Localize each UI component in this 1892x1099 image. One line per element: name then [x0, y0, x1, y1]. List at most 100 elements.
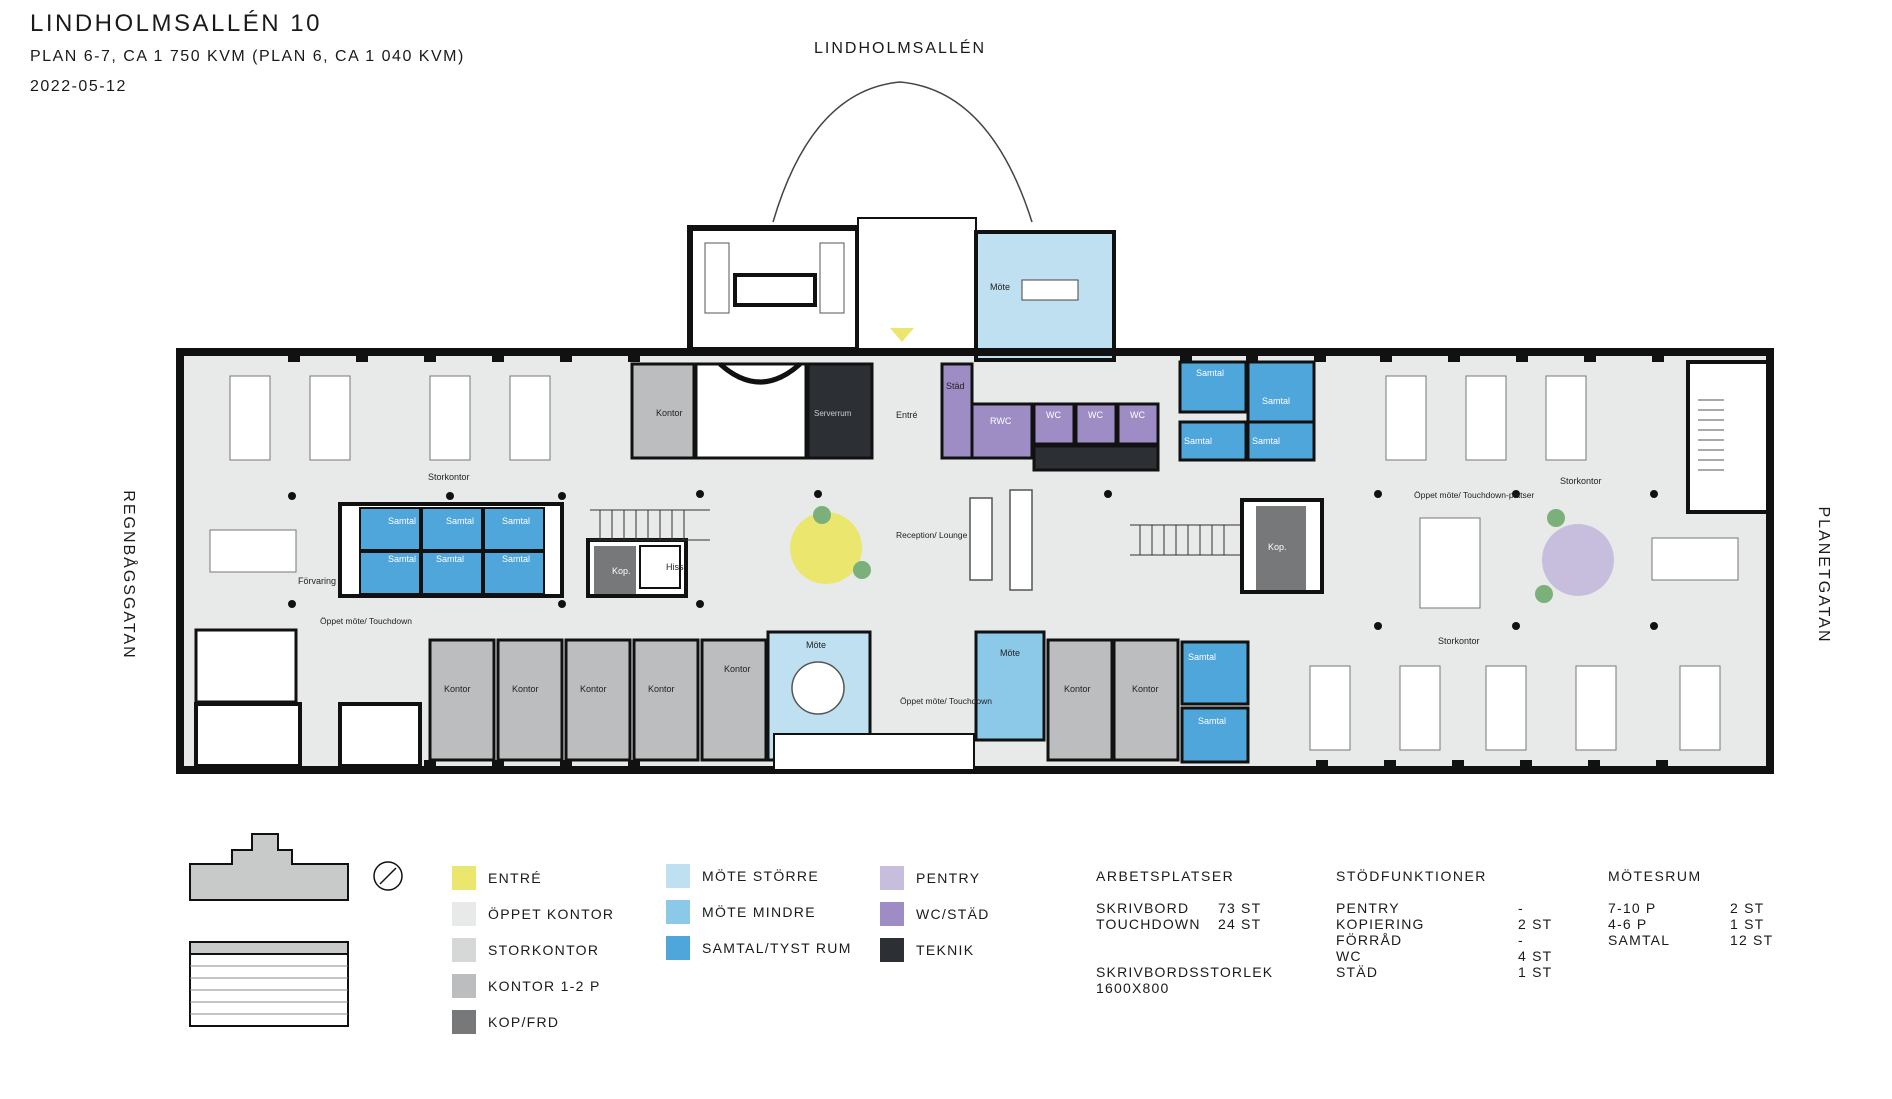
room-label-samtal-r4: Samtal	[1252, 436, 1280, 446]
call-room-r4	[1246, 420, 1316, 462]
room-label-mote-bottom-large: Möte	[806, 640, 826, 650]
entrance-marker	[890, 328, 914, 342]
rwc-room	[970, 402, 1034, 460]
legend-item-mote-storre: MÖTE STÖRRE	[666, 864, 819, 888]
office-b2	[496, 638, 564, 762]
room-label-kop-left: Kop.	[612, 566, 631, 576]
stats-label: 4-6 P	[1608, 916, 1648, 932]
street-top-label: LINDHOLMSALLÉN	[814, 40, 987, 57]
room-label-samtal-r1: Samtal	[1196, 368, 1224, 378]
legend-item-pentry: PENTRY	[880, 866, 980, 890]
stats-value: 2 ST	[1730, 900, 1765, 916]
room-label-kontor-b2: Kontor	[512, 684, 539, 694]
room-label-mote-bottom-small: Möte	[1000, 648, 1020, 658]
call-room-b1	[1180, 640, 1250, 706]
stats-heading-motesrum: MÖTESRUM	[1608, 868, 1702, 884]
stats-label: TOUCHDOWN	[1096, 916, 1201, 932]
room-label-storkontor-left: Storkontor	[428, 472, 470, 482]
bottom-corridor	[773, 733, 975, 771]
copy-room-left	[594, 546, 636, 594]
call-room-r2	[1246, 360, 1316, 424]
office-b3	[564, 638, 632, 762]
room-label-samtal-l6: Samtal	[502, 554, 530, 564]
room-label-mote-top: Möte	[990, 282, 1010, 292]
core-left-bottom	[338, 702, 422, 768]
stats-label: WC	[1336, 948, 1362, 964]
call-room-l3	[483, 507, 545, 551]
legend-swatch-oppet-kontor	[452, 902, 476, 926]
room-label-kop-right: Kop.	[1268, 542, 1287, 552]
legend-swatch-pentry	[880, 866, 904, 890]
call-room-r3	[1178, 420, 1248, 462]
copy-room-right	[1256, 506, 1306, 590]
room-label-samtal-l3: Samtal	[502, 516, 530, 526]
stats-label: STÄD	[1336, 964, 1379, 980]
stair-left-bottom	[194, 702, 302, 768]
stats-label: FÖRRÅD	[1336, 932, 1403, 948]
room-label-wc-1: WC	[1046, 410, 1061, 420]
legend-item-oppet-kontor: ÖPPET KONTOR	[452, 902, 614, 926]
key-plan-floor	[189, 833, 349, 901]
call-room-l1	[359, 507, 421, 551]
stats-label: PENTRY	[1336, 900, 1400, 916]
stats-value: 73 ST	[1218, 900, 1262, 916]
room-label-reception: Reception/ Lounge	[896, 530, 968, 540]
stairwell-right	[1686, 360, 1770, 514]
stats-label: KOPIERING	[1336, 916, 1425, 932]
stats-row: TOUCHDOWN	[1096, 916, 1201, 932]
office-b1	[428, 638, 496, 762]
room-label-kontor-b6: Kontor	[1064, 684, 1091, 694]
legend-label-samtal: SAMTAL/TYST RUM	[702, 940, 852, 956]
legend-label-entre: ENTRÉ	[488, 870, 542, 886]
stats-value: -	[1518, 932, 1524, 948]
server-room	[806, 362, 874, 460]
room-label-wc-2: WC	[1088, 410, 1103, 420]
stats-label: SKRIVBORD	[1096, 900, 1190, 916]
room-label-samtal-b1: Samtal	[1188, 652, 1216, 662]
wc-room-3	[1116, 402, 1160, 446]
office-b5	[700, 638, 768, 762]
legend-swatch-samtal	[666, 936, 690, 960]
room-label-serverrum: Serverrum	[814, 409, 852, 418]
stats-value: 24 ST	[1218, 916, 1262, 932]
call-room-l6	[483, 551, 545, 595]
room-label-oppet-mote-left: Öppet möte/ Touchdown	[320, 616, 412, 626]
legend-swatch-kop-frd	[452, 1010, 476, 1034]
stats-size-heading: SKRIVBORDSSTORLEK	[1096, 964, 1274, 980]
stats-value: 1 ST	[1730, 916, 1765, 932]
legend-label-teknik: TEKNIK	[916, 942, 975, 958]
legend-item-samtal: SAMTAL/TYST RUM	[666, 936, 852, 960]
room-label-kontor-b1: Kontor	[444, 684, 471, 694]
legend-item-wc-stad: WC/STÄD	[880, 902, 990, 926]
stats-label: SAMTAL	[1608, 932, 1671, 948]
cleaning-room	[940, 362, 974, 460]
room-label-hiss: Hiss	[666, 562, 684, 572]
legend-item-kontor: KONTOR 1-2 P	[452, 974, 601, 998]
room-label-forvaring: Förvaring	[298, 576, 336, 586]
room-label-kontor-b3: Kontor	[580, 684, 607, 694]
legend-label-mote-storre: MÖTE STÖRRE	[702, 868, 819, 884]
call-room-b2	[1180, 706, 1250, 764]
stats-heading-stodfunktioner: STÖDFUNKTIONER	[1336, 868, 1487, 884]
legend-item-teknik: TEKNIK	[880, 938, 974, 962]
call-room-l5	[421, 551, 483, 595]
legend-item-entre: ENTRÉ	[452, 866, 542, 890]
office-b6	[1046, 638, 1114, 762]
office-b4	[632, 638, 700, 762]
room-label-samtal-b2: Samtal	[1198, 716, 1226, 726]
stats-row: SKRIVBORD	[1096, 900, 1189, 916]
legend-label-storkontor: STORKONTOR	[488, 942, 600, 958]
legend-label-kop-frd: KOP/FRD	[488, 1014, 560, 1030]
glass-dome	[772, 81, 1033, 223]
legend-swatch-storkontor	[452, 938, 476, 962]
legend-swatch-mote-mindre	[666, 900, 690, 924]
office-b7	[1112, 638, 1180, 762]
room-label-samtal-l4: Samtal	[388, 554, 416, 564]
room-label-entre: Entré	[896, 410, 918, 420]
key-plan-section	[189, 941, 349, 1027]
legend-item-mote-mindre: MÖTE MINDRE	[666, 900, 816, 924]
legend-swatch-wc-stad	[880, 902, 904, 926]
legend-swatch-mote-storre	[666, 864, 690, 888]
stats-value: 4 ST	[1518, 948, 1553, 964]
